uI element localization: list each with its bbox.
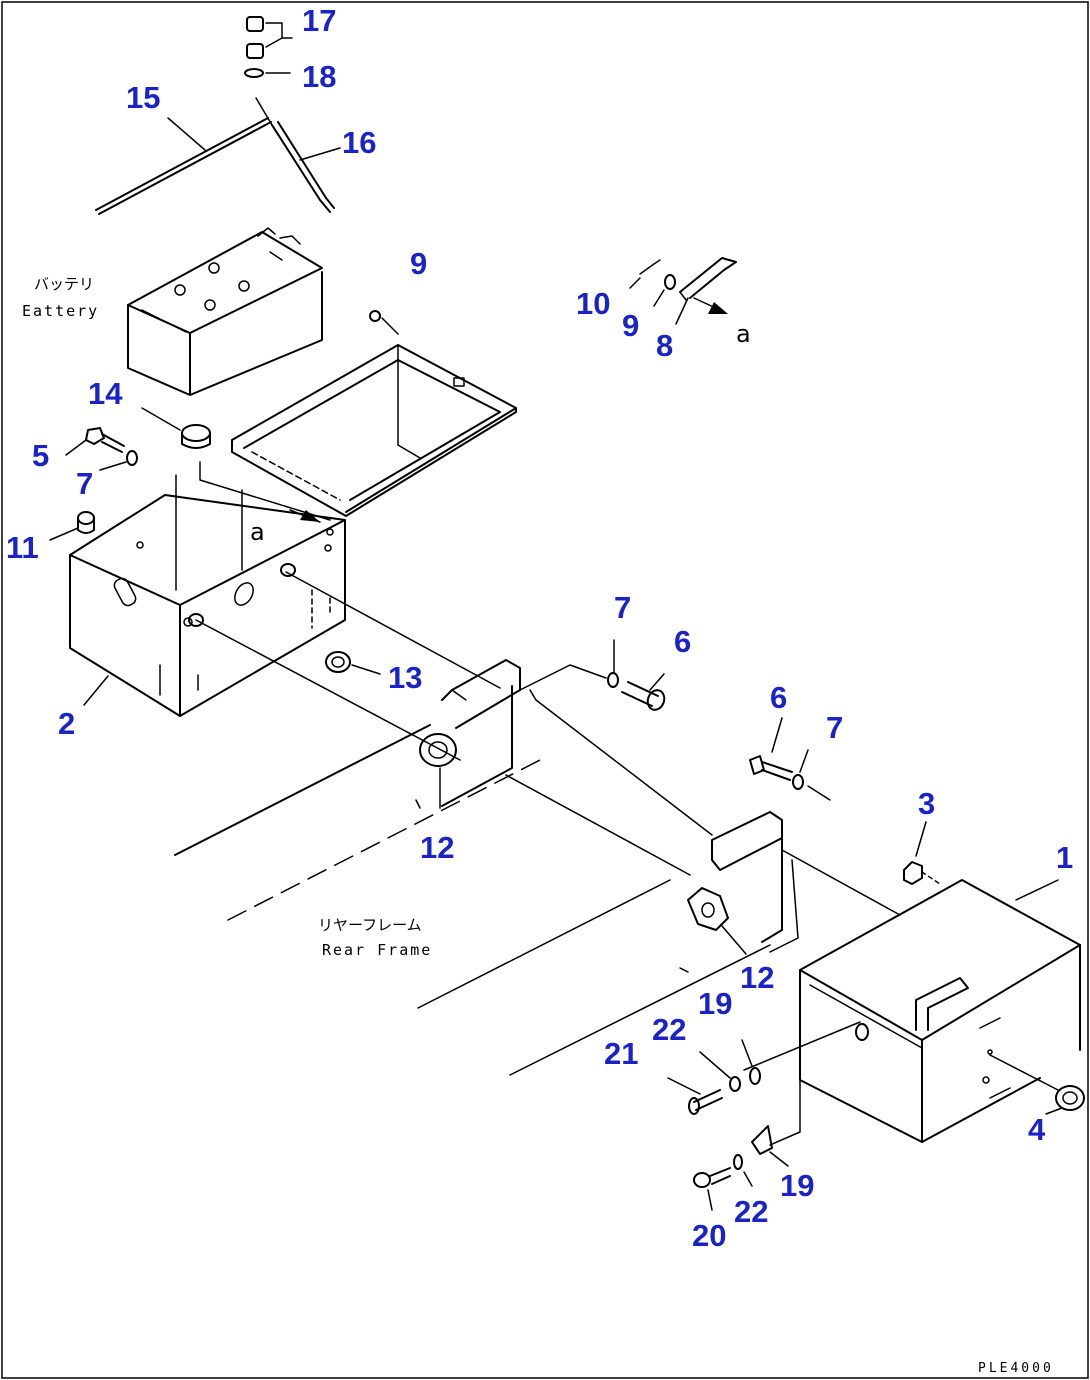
callout-19-upper: 19: [698, 986, 732, 1021]
washer-7-upper: [607, 639, 619, 688]
view-a-letter-box: a: [250, 518, 265, 546]
washer-22-upper: [699, 1051, 741, 1092]
callout-13: 13: [388, 660, 422, 695]
callout-12-left: 12: [420, 830, 454, 865]
callout-7-left: 7: [76, 466, 93, 501]
rear-frame-label-en: Rear Frame: [322, 941, 432, 959]
callout-6-lower: 6: [770, 680, 787, 715]
drawing-code: PLE4000: [978, 1361, 1054, 1376]
battery: [127, 227, 323, 396]
battery-label-jp: バッテリ: [34, 275, 94, 293]
callout-1: 1: [1056, 840, 1073, 875]
rear-frame-rails: [174, 689, 771, 1076]
callout-2: 2: [58, 706, 75, 741]
bolt-11: [49, 511, 95, 541]
callout-9-inset: 9: [622, 308, 639, 343]
washer-7-left: [99, 450, 138, 471]
inset-terminal-8: [675, 257, 737, 325]
bolt-20: [693, 1167, 731, 1211]
callout-21: 21: [604, 1036, 638, 1071]
rubber-mount-12-right: [687, 887, 747, 955]
callout-9-top: 9: [410, 246, 427, 281]
battery-box-2: [69, 461, 346, 717]
mounting-bracket: [441, 659, 691, 876]
view-a-arrow-left: [289, 509, 321, 523]
callout-11: 11: [6, 530, 39, 565]
lock-washer-18: [244, 68, 291, 78]
rear-frame-label-jp: リヤーフレーム: [318, 916, 422, 934]
callout-22-upper: 22: [652, 1012, 686, 1047]
battery-box-1: [799, 879, 1081, 1143]
rubber-mount-13: [325, 651, 381, 675]
battery-cap-14: [141, 407, 211, 449]
callout-10: 10: [576, 286, 610, 321]
stud-rod-upper: [285, 571, 501, 689]
callout-5: 5: [32, 438, 49, 473]
callout-12-right: 12: [740, 960, 774, 995]
stud-right-box: [743, 1021, 869, 1146]
callout-4: 4: [1028, 1112, 1046, 1147]
callout-15: 15: [126, 80, 160, 115]
callout-20: 20: [692, 1218, 726, 1253]
rubber-mount-12-left: [419, 733, 457, 809]
callout-22-lower: 22: [734, 1194, 768, 1229]
nut-4: [989, 1054, 1085, 1115]
callout-14: 14: [88, 376, 123, 411]
view-a-letter-inset: a: [736, 320, 751, 348]
terminal-nut-17: [246, 16, 293, 59]
bolt-5: [65, 427, 125, 456]
inset-washer-9: [653, 274, 676, 307]
callout-18: 18: [302, 59, 336, 94]
plate-19-lower: [751, 1125, 789, 1167]
stud-head-lower: [188, 613, 204, 627]
battery-cable-16: [255, 97, 341, 213]
callout-19-lower: 19: [780, 1168, 814, 1203]
callout-17: 17: [302, 3, 336, 38]
stud-head-upper: [280, 563, 296, 577]
washer-22-lower: [733, 1154, 753, 1187]
bolt-21: [667, 1077, 723, 1115]
bolt-6-upper: [621, 673, 666, 711]
callout-7-lower: 7: [826, 710, 843, 745]
callout-7-mid: 7: [614, 590, 631, 625]
battery-label-en: Eattery: [22, 302, 99, 320]
plate-19-upper: [741, 1039, 761, 1085]
inset-bolt-10: [629, 259, 661, 289]
stud-rod-lower: [195, 619, 461, 761]
callout-3: 3: [918, 786, 935, 821]
callout-16: 16: [342, 125, 376, 160]
battery-cable-15: [95, 117, 272, 215]
callout-8: 8: [656, 328, 673, 363]
right-bracket: [535, 699, 901, 953]
nut-3: [903, 821, 941, 885]
callout-6-upper: 6: [674, 624, 691, 659]
battery-hold-frame: [231, 310, 517, 517]
washer-7-lower: [792, 749, 831, 801]
view-a-arrow-inset: [693, 297, 728, 314]
bolt-6-lower: [749, 717, 793, 781]
